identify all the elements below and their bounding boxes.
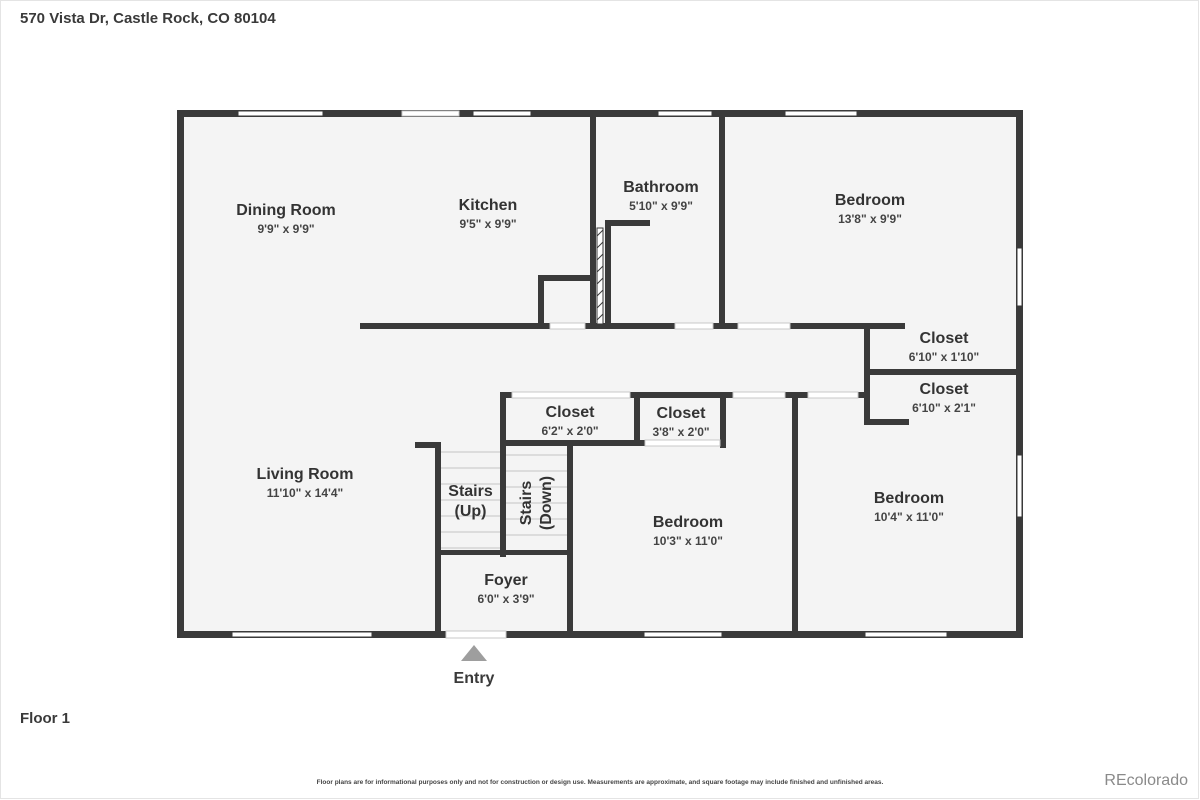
interior-walls [360,113,1020,635]
room-name: Closet [656,405,706,422]
room-dims: 9'9" x 9'9" [257,222,315,236]
room-dims: 9'5" x 9'9" [459,217,517,231]
stairs-up-label: Stairs (Up) [441,482,500,522]
entry-label: Entry [453,670,495,687]
stairs-down-label: Stairs (Down) [517,453,557,553]
room-closet-2: Closet 6'10" x 2'1" [878,380,1010,416]
room-name: Dining Room [236,202,336,219]
stairs-up-line1: Stairs [448,483,493,500]
room-closet-3: Closet 6'2" x 2'0" [506,403,634,439]
room-name: Kitchen [458,197,518,214]
room-name: Bathroom [623,179,699,196]
room-name: Bedroom [652,514,724,531]
room-dims: 6'2" x 2'0" [541,424,599,438]
brand-logo-text[interactable]: REcolorado [1104,772,1188,789]
room-dims: 13'8" x 9'9" [838,212,902,226]
room-name: Closet [919,330,969,347]
hatched-wall [596,227,604,325]
room-dims: 6'0" x 3'9" [477,592,535,606]
room-dims: 3'8" x 2'0" [652,425,710,439]
room-dims: 10'4" x 11'0" [874,510,944,524]
room-name: Bedroom [834,192,906,209]
room-name: Bedroom [873,490,945,507]
room-bathroom: Bathroom 5'10" x 9'9" [600,178,722,214]
room-dining-room: Dining Room 9'9" x 9'9" [206,201,366,237]
room-dims: 11'10" x 14'4" [266,486,344,500]
stair-treads [441,451,567,549]
stairs-down-line1: Stairs [518,480,535,526]
property-address: 570 Vista Dr, Castle Rock, CO 80104 [20,10,276,27]
stairs-up-line2: (Up) [454,503,487,520]
room-dims: 6'10" x 2'1" [912,401,976,415]
room-living-room: Living Room 11'10" x 14'4" [220,465,390,501]
room-name: Closet [919,381,969,398]
room-foyer: Foyer 6'0" x 3'9" [446,571,566,607]
room-dims: 5'10" x 9'9" [629,199,693,213]
room-dims: 6'10" x 1'10" [908,350,980,364]
entry-arrow-icon [461,645,487,661]
windows [231,110,1023,638]
room-name: Closet [545,404,595,421]
door-openings [401,110,859,639]
room-closet-4: Closet 3'8" x 2'0" [640,404,722,440]
room-name: Foyer [484,572,528,589]
room-name: Living Room [256,466,354,483]
disclaimer-text: Floor plans are for informational purpos… [316,779,884,786]
room-bedroom-3: Bedroom 10'4" x 11'0" [829,489,989,525]
room-closet-1: Closet 6'10" x 1'10" [878,329,1010,365]
room-bedroom-1: Bedroom 13'8" x 9'9" [790,191,950,227]
room-dims: 10'3" x 11'0" [653,534,723,548]
room-kitchen: Kitchen 9'5" x 9'9" [418,196,558,232]
room-bedroom-2: Bedroom 10'3" x 11'0" [608,513,768,549]
floor-label: Floor 1 [20,710,71,727]
stairs-down-line2: (Down) [538,475,555,531]
